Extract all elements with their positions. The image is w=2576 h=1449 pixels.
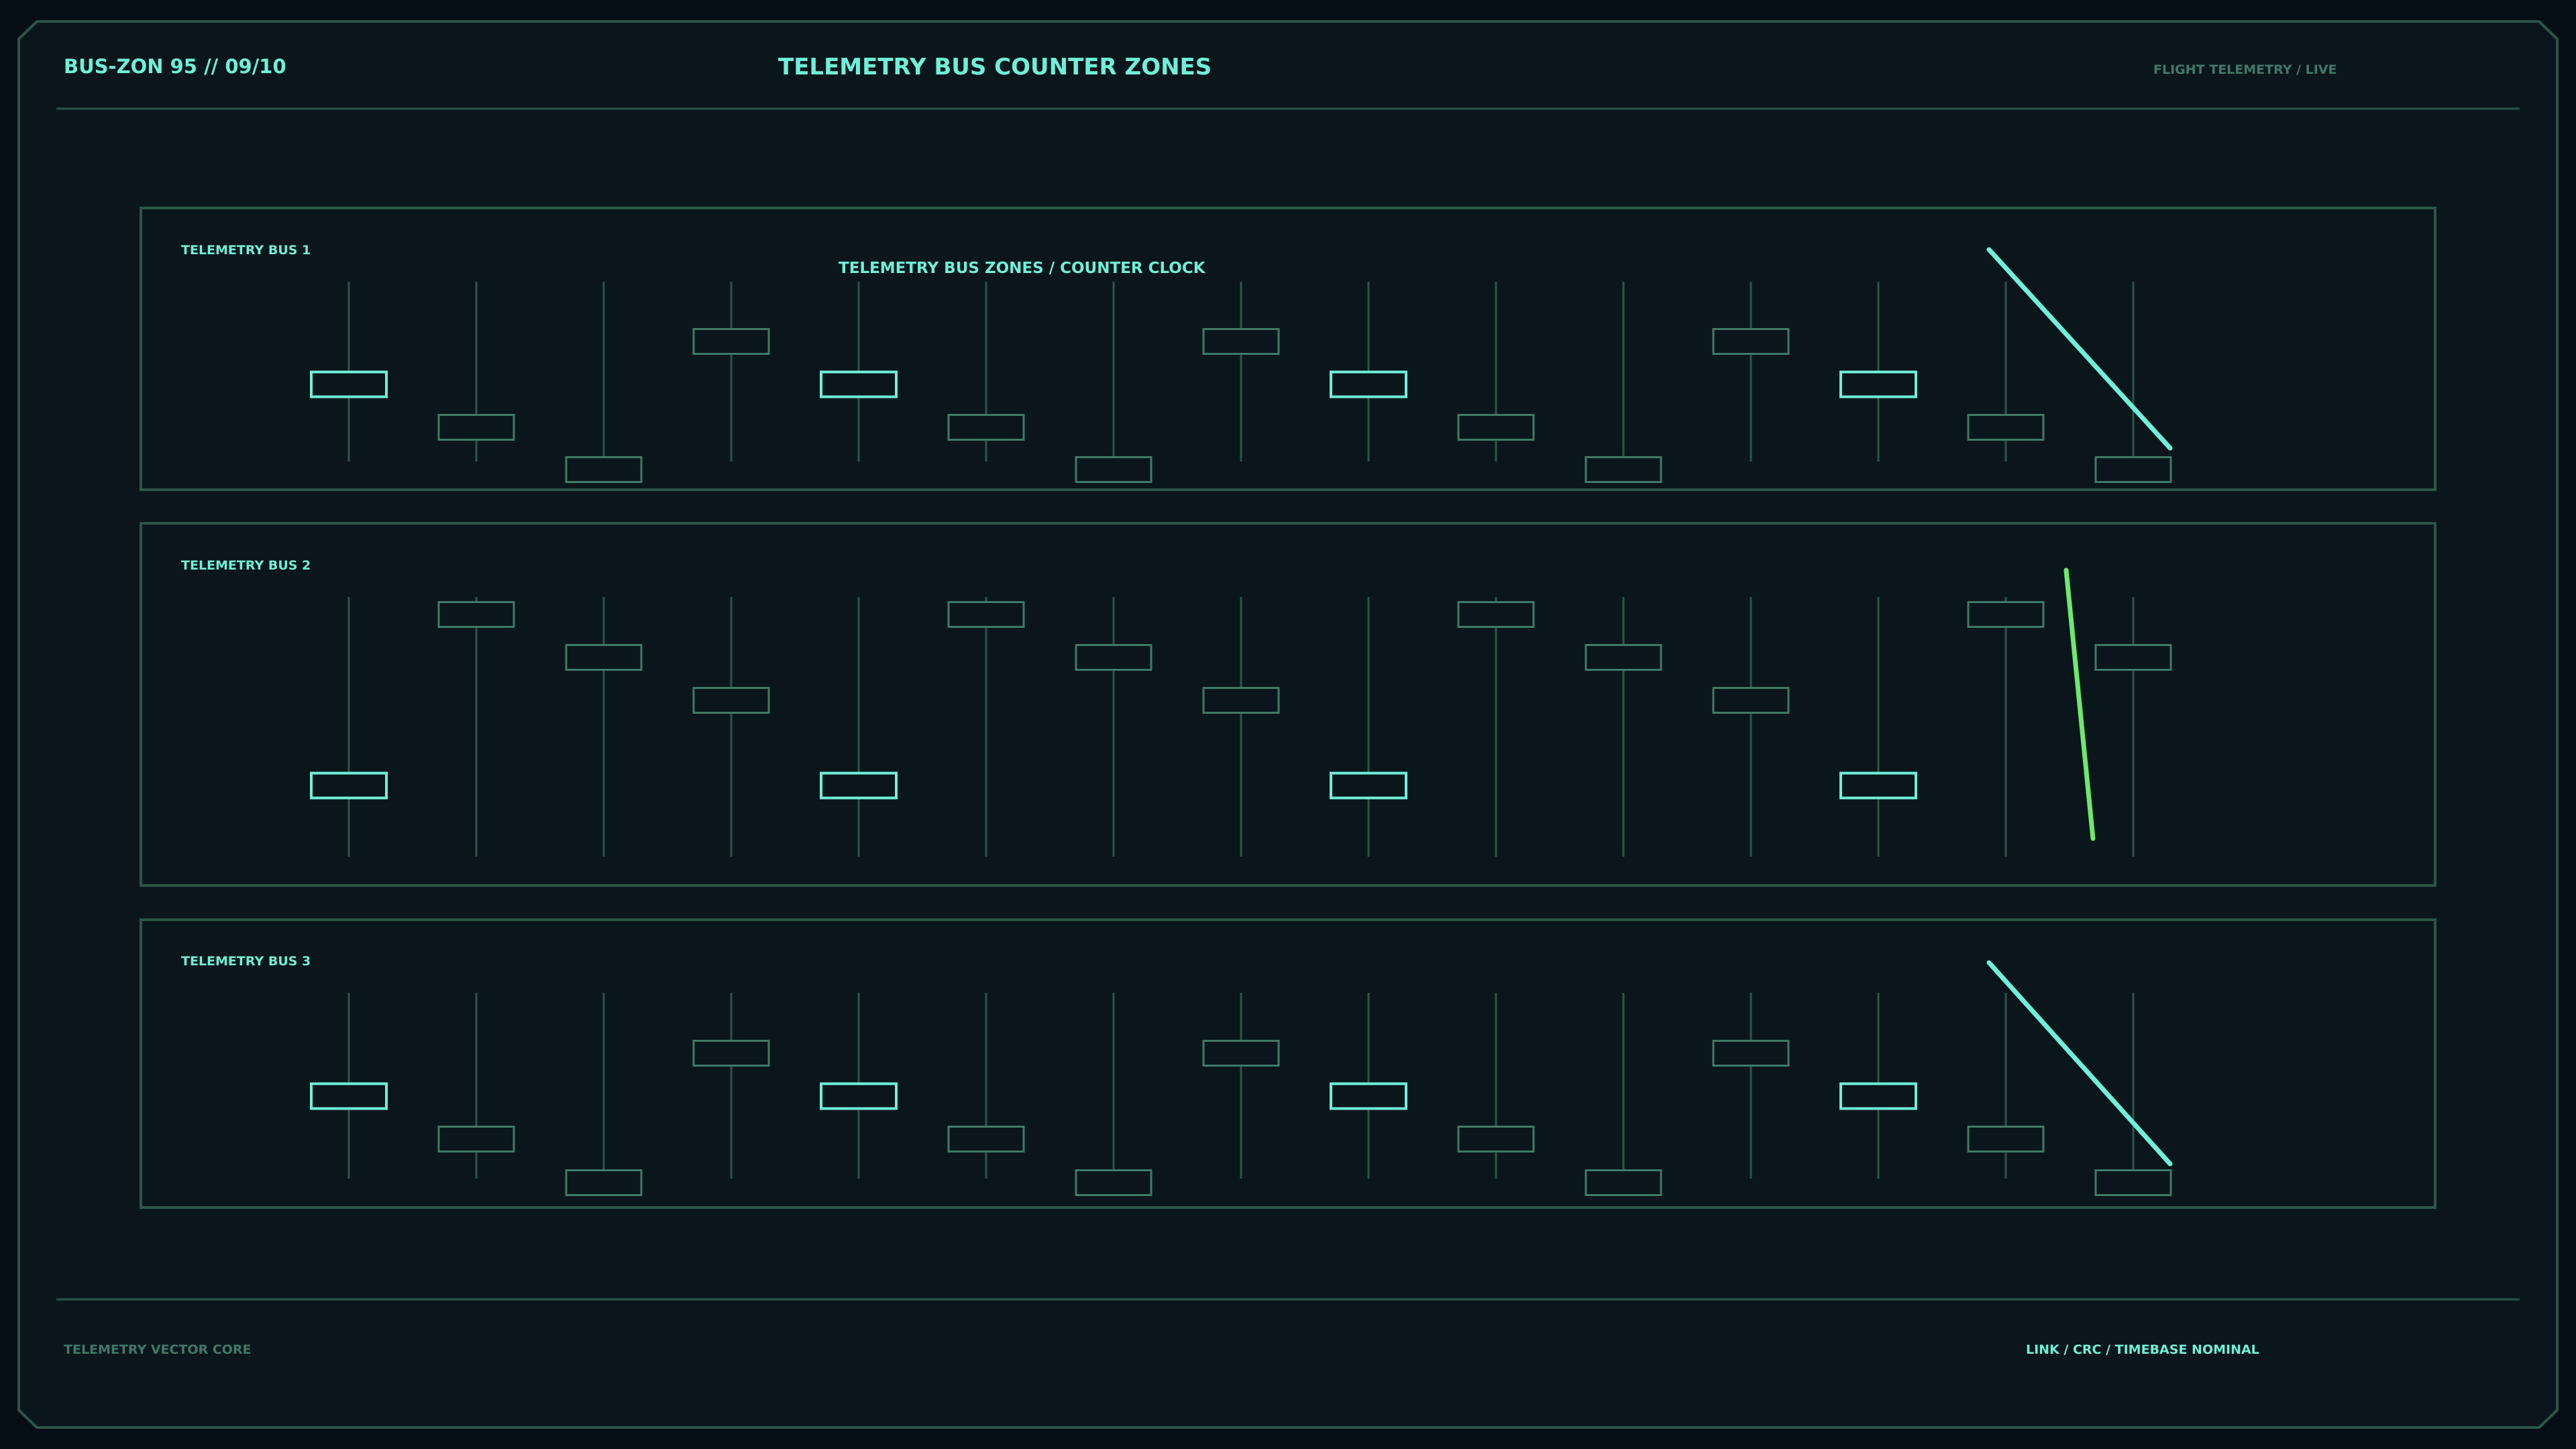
counter-marker <box>437 1126 515 1152</box>
counter-marker-active <box>1839 370 1917 398</box>
counter-marker <box>1457 601 1535 628</box>
counter-marker <box>2094 644 2172 671</box>
clock-hand <box>2063 568 2096 841</box>
bus-panel-3 <box>140 918 2436 1209</box>
bus-panels <box>140 207 2436 1209</box>
counter-marker <box>692 328 770 355</box>
counter-marker <box>1712 687 1790 714</box>
counter-marker-active <box>310 771 388 800</box>
counter-marker <box>1712 1040 1790 1067</box>
counter-marker <box>1202 1040 1280 1067</box>
counter-marker <box>1585 644 1662 671</box>
chart-label: TELEMETRY BUS ZONES / COUNTER CLOCK <box>839 260 1205 277</box>
panel-label-bus-1: TELEMETRY BUS 1 <box>181 243 311 258</box>
counter-marker <box>692 687 770 714</box>
counter-marker-active <box>310 370 388 398</box>
counter-marker <box>1585 1169 1662 1196</box>
panel-label-bus-3: TELEMETRY BUS 3 <box>181 954 311 969</box>
counter-marker <box>1202 687 1280 714</box>
counter-marker-active <box>1839 771 1917 800</box>
clock-hand <box>1986 960 2173 1167</box>
counter-marker <box>565 644 643 671</box>
counter-marker <box>947 414 1025 441</box>
counter-marker <box>437 601 515 628</box>
counter-marker-active <box>820 1082 898 1110</box>
bus-panel-1 <box>140 207 2436 491</box>
counter-marker <box>947 601 1025 628</box>
bus-panel-2 <box>140 522 2436 887</box>
counter-marker <box>1712 328 1790 355</box>
footer-left-label: TELEMETRY VECTOR CORE <box>64 1342 252 1357</box>
counter-marker <box>1075 456 1152 483</box>
counter-marker <box>1585 456 1662 483</box>
panel-border <box>140 918 2436 1209</box>
counter-marker-active <box>1330 1082 1407 1110</box>
counter-marker <box>1457 1126 1535 1152</box>
counter-marker <box>692 1040 770 1067</box>
counter-marker <box>1967 1126 2045 1152</box>
clock-hand <box>1986 247 2173 451</box>
counter-marker <box>2094 456 2172 483</box>
display-id: BUS-ZON 95 // 09/10 <box>64 55 286 78</box>
counter-marker <box>947 1126 1025 1152</box>
counter-marker-active <box>1839 1082 1917 1110</box>
counter-marker-active <box>1330 771 1407 800</box>
panel-border <box>140 522 2436 887</box>
counter-marker-active <box>310 1082 388 1110</box>
counter-marker-active <box>820 771 898 800</box>
counter-marker <box>1202 328 1280 355</box>
status-label: FLIGHT TELEMETRY / LIVE <box>2153 62 2337 77</box>
counter-marker <box>565 456 643 483</box>
counter-marker <box>1075 1169 1152 1196</box>
footer-status-label: LINK / CRC / TIMEBASE NOMINAL <box>2026 1342 2259 1357</box>
counter-marker-active <box>820 370 898 398</box>
counter-marker <box>1967 414 2045 441</box>
counter-marker-active <box>1330 370 1407 398</box>
outer-frame <box>17 20 2559 1429</box>
counter-marker <box>1075 644 1152 671</box>
panel-label-bus-2: TELEMETRY BUS 2 <box>181 558 311 573</box>
page-title: TELEMETRY BUS COUNTER ZONES <box>778 54 1212 80</box>
counter-marker <box>1967 601 2045 628</box>
counter-marker <box>1457 414 1535 441</box>
counter-marker <box>565 1169 643 1196</box>
counter-marker <box>2094 1169 2172 1196</box>
counter-marker <box>437 414 515 441</box>
panel-border <box>140 207 2436 491</box>
